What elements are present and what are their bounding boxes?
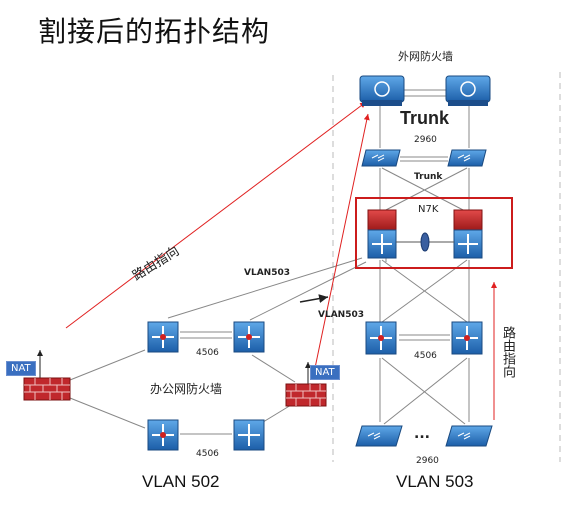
switch-4506-right-b xyxy=(451,321,483,355)
office-firewall-label: 办公网防火墙 xyxy=(150,382,223,396)
vlan503-label-a: VLAN503 xyxy=(244,268,290,278)
switch-4506-right-a xyxy=(365,321,397,355)
switch-4506-left-a xyxy=(147,321,179,353)
n7k-left xyxy=(367,209,397,259)
switch-4506-bottom-a xyxy=(147,419,179,451)
nat-badge-left: NAT xyxy=(6,361,36,376)
trunk-big-label: Trunk xyxy=(400,108,450,128)
office-firewall-left xyxy=(23,377,71,401)
switch-4506-bottom-label: 4506 xyxy=(196,449,219,459)
route-label-right: 路由指向 xyxy=(500,326,515,378)
trunk-small-label: Trunk xyxy=(414,172,443,182)
outer-firewall-label: 外网防火墙 xyxy=(398,50,453,63)
vlan502-footer: VLAN 502 xyxy=(142,472,220,491)
switch-4506-bottom-b xyxy=(233,419,265,451)
switch-2960-bottom-label: 2960 xyxy=(416,456,439,466)
switch-2960-top-right xyxy=(447,149,487,167)
switch-2960-top-label: 2960 xyxy=(414,135,437,145)
vlan503-footer: VLAN 503 xyxy=(396,472,474,491)
ellipsis-label: ... xyxy=(414,426,430,442)
outer-firewall-right xyxy=(445,75,491,106)
n7k-highlight-box xyxy=(355,197,513,269)
switch-2960-bottom-right xyxy=(445,425,493,447)
route-arrow-left xyxy=(65,101,367,329)
n7k-peer-ellipse xyxy=(420,232,430,252)
n7k-label: N7K xyxy=(418,204,439,215)
switch-4506-left-b xyxy=(233,321,265,353)
outer-firewall-left xyxy=(359,75,405,106)
vlan503-label-b: VLAN503 xyxy=(318,310,364,320)
switch-2960-bottom-left xyxy=(355,425,403,447)
n7k-right xyxy=(453,209,483,259)
page-title: 割接后的拓扑结构 xyxy=(38,15,271,48)
link-arrow xyxy=(299,294,329,304)
route-arrow-mid xyxy=(314,113,370,369)
switch-4506-left-label: 4506 xyxy=(196,348,219,358)
nat-badge-right: NAT xyxy=(310,365,340,380)
switch-2960-top-left xyxy=(361,149,401,167)
switch-4506-right-label: 4506 xyxy=(414,351,437,361)
office-firewall-right xyxy=(285,383,327,407)
links xyxy=(69,89,470,435)
